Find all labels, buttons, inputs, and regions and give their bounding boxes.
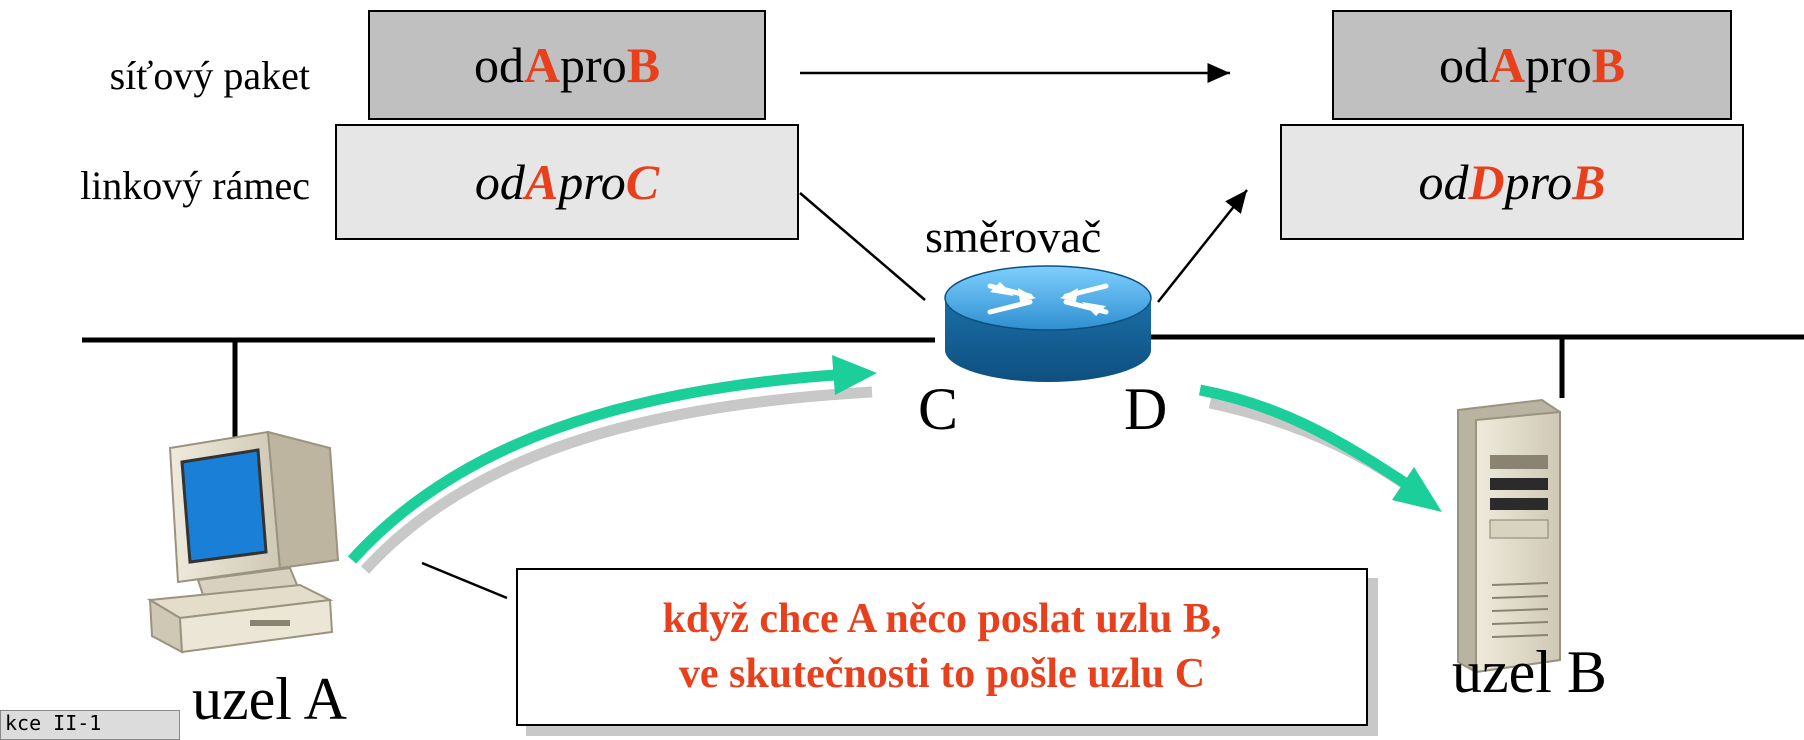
explanation-callout: když chce A něco poslat uzlu B, ve skute…	[516, 568, 1368, 726]
packet-source-address: A	[523, 37, 561, 93]
frame-text-part: pro	[558, 154, 626, 210]
right-network-packet: od A pro B	[1332, 10, 1732, 120]
node-b-label: uzel B	[1452, 639, 1607, 705]
router-label: směrovač	[925, 211, 1102, 262]
slide-caption: kce II-1	[0, 710, 180, 740]
packet-row-label: síťový paket	[109, 53, 310, 98]
callout-pointer	[421, 561, 508, 600]
packet-text-part: pro	[560, 37, 627, 93]
packet-destination-address: B	[626, 37, 661, 93]
interface-d-label: D	[1124, 376, 1168, 442]
frame-text-part: pro	[1504, 154, 1573, 210]
left-network-packet: od A pro B	[368, 10, 766, 120]
frame-source-address: A	[524, 154, 559, 210]
frame-row-label: linkový rámec	[80, 163, 310, 208]
frame-source-address: D	[1468, 154, 1505, 210]
frame-text-part: od	[474, 154, 525, 210]
frame-text-part: od	[1418, 154, 1469, 210]
callout-line-2: ve skutečnosti to pošle uzlu C	[678, 651, 1206, 697]
flow-arrow-a-to-c	[347, 369, 836, 564]
interface-c-label: C	[918, 376, 959, 442]
desktop-computer-icon	[146, 430, 340, 654]
packet-destination-address: B	[1591, 37, 1626, 93]
left-link-frame: od A pro C	[335, 124, 799, 240]
packet-source-address: A	[1488, 37, 1526, 93]
right-link-frame: od D pro B	[1280, 124, 1744, 240]
frame-destination-address: C	[625, 154, 660, 210]
node-a-label: uzel A	[192, 666, 347, 732]
router-icon	[944, 265, 1152, 382]
flow-arrow-d-to-b	[1198, 384, 1409, 488]
packet-text-part: od	[1438, 37, 1489, 93]
callout-line-1: když chce A něco poslat uzlu B,	[662, 596, 1222, 643]
router-to-frame-arrow	[1157, 189, 1248, 303]
frame-destination-address: B	[1572, 154, 1606, 210]
packet-text-part: pro	[1525, 37, 1592, 93]
packet-text-part: od	[473, 37, 524, 93]
frame-to-router-line	[799, 192, 926, 301]
server-tower-icon	[1457, 398, 1561, 674]
